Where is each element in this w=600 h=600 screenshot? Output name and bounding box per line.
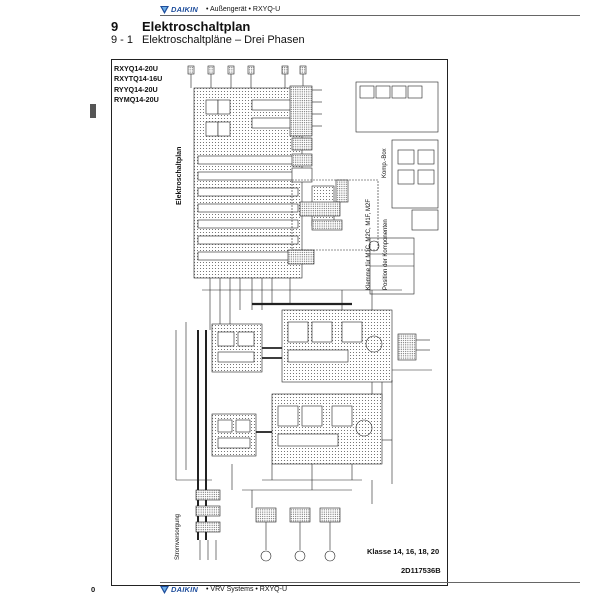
- header-text: • Außengerät • RXYQ-U: [206, 6, 281, 13]
- position-legend-box: [291, 179, 415, 295]
- daikin-logo: DAIKIN: [160, 585, 202, 595]
- footer-text: • VRV Systems • RXYQ-U: [206, 586, 288, 593]
- right-reactor: [392, 333, 432, 371]
- document-number: 2D117536B: [401, 566, 441, 575]
- komp-box-panel: [355, 81, 439, 252]
- power-lines: [175, 322, 393, 540]
- wiring-diagram: [175, 65, 439, 562]
- page-number: 0: [91, 585, 96, 594]
- model-name: RYYQ14-20U: [114, 84, 158, 94]
- main-pcb: [193, 87, 303, 279]
- upper-right-boards: [287, 85, 349, 265]
- daikin-logo-icon: [160, 585, 169, 594]
- daikin-logo-icon: [160, 5, 169, 14]
- chapter-tab-marker: [90, 104, 96, 118]
- class-label: Klasse 14, 16, 18, 20: [367, 547, 440, 556]
- bottom-sensors: [255, 507, 341, 562]
- subsection-title: Elektroschaltpläne – Drei Phasen: [142, 34, 305, 46]
- model-list: RXYQ14-20U RXYTQ14-16U RYYQ14-20U RYMQ14…: [114, 64, 162, 105]
- brand-name: DAIKIN: [171, 585, 199, 594]
- komp-box-label: Komp.-Box: [382, 148, 388, 178]
- header-divider: [160, 15, 580, 16]
- lower-wiring: [231, 420, 393, 508]
- brand-name: DAIKIN: [171, 5, 199, 14]
- top-connectors: [187, 65, 307, 88]
- footer-divider: [160, 582, 580, 583]
- diagram-frame: [111, 59, 448, 586]
- diagram-main-label: Elektroschaltplan: [176, 146, 183, 205]
- section-title: Elektroschaltplan: [142, 19, 251, 34]
- klemme-label: Klemme für M1C, M2C, M1F, M2F: [366, 198, 372, 290]
- power-supply-label: Stromversorgung: [175, 513, 181, 560]
- daikin-logo: DAIKIN: [160, 5, 202, 15]
- subsection-number: 9 - 1: [111, 34, 134, 46]
- page-header: DAIKIN • Außengerät • RXYQ-U: [160, 4, 280, 15]
- position-label: Position der Komponenten: [383, 219, 389, 290]
- section-number: 9: [111, 19, 119, 34]
- model-name: RXYQ14-20U: [114, 64, 158, 73]
- inverter-board-2: [271, 393, 383, 465]
- fan-board-1: [211, 323, 263, 373]
- model-name: RYMQ14-20U: [114, 94, 159, 104]
- power-terminal-block: [195, 489, 221, 560]
- fan-board-2: [211, 413, 272, 457]
- inverter-board-1: [281, 309, 393, 383]
- page-footer: DAIKIN • VRV Systems • RXYQ-U: [160, 584, 287, 595]
- model-name: RXYTQ14-16U: [114, 74, 163, 84]
